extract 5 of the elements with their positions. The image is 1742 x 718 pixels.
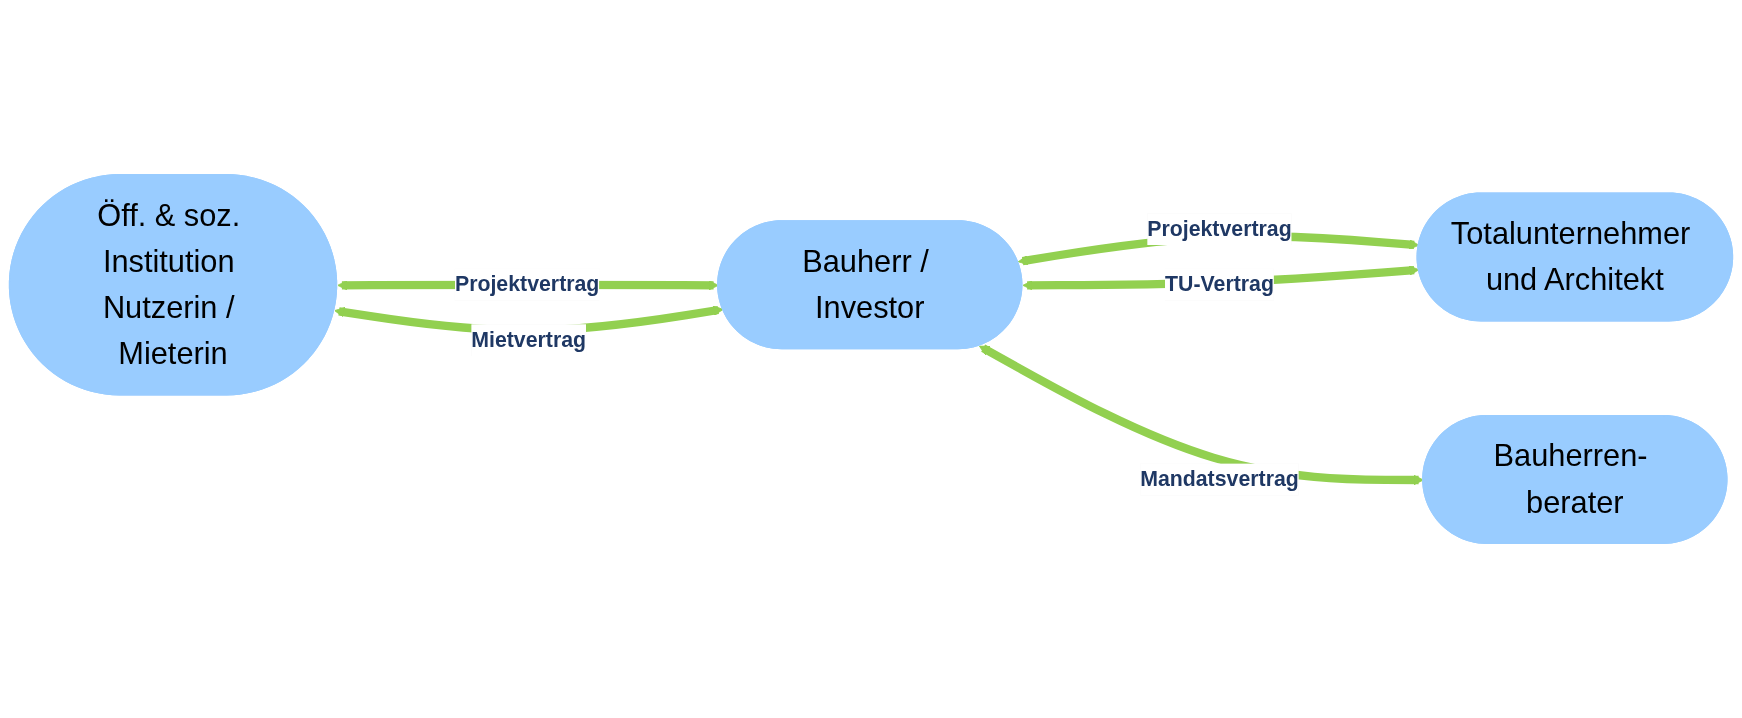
- edge-label: TU-Vertrag: [1165, 272, 1274, 296]
- edge-label: Mietvertrag: [471, 327, 587, 352]
- edge-label: Projektvertrag: [454, 272, 600, 296]
- edge-label: Projektvertrag: [1147, 216, 1292, 241]
- edge-label: Mandatsvertrag: [1140, 466, 1299, 491]
